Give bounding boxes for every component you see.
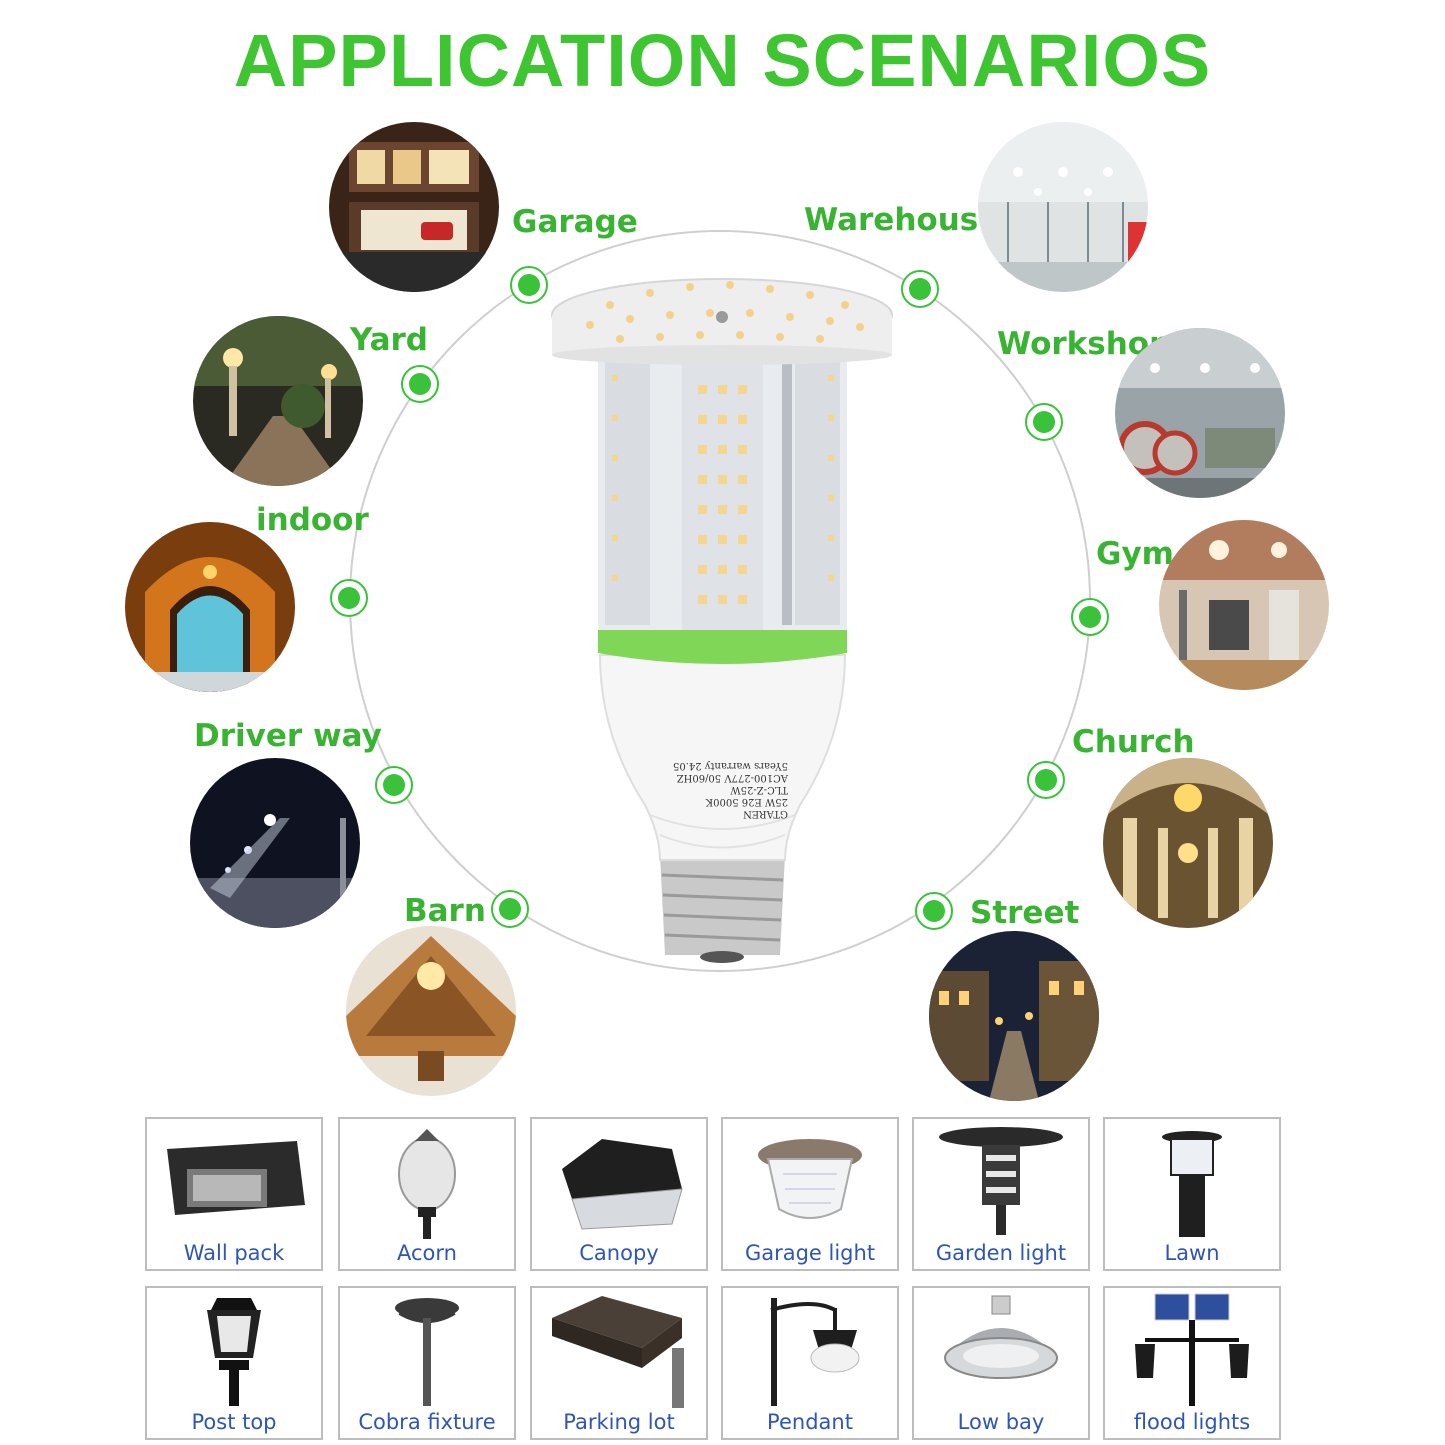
- fixture-card-low-bay: Low bay: [912, 1286, 1090, 1440]
- fixture-card-wall-pack: Wall pack: [145, 1117, 323, 1271]
- garage-photo: [329, 122, 499, 292]
- church-photo: [1103, 758, 1273, 928]
- fixture-label-pendant: Pendant: [767, 1410, 853, 1434]
- gym-photo: [1159, 520, 1329, 690]
- barn-photo: [346, 926, 516, 1096]
- page-title: APPLICATION SCENARIOS: [233, 19, 1212, 102]
- fixture-card-flood-lights: flood lights: [1103, 1286, 1281, 1440]
- bulb-spec-label: GTAREN 25W E26 5000K TLC-Z-25W AC100-277…: [668, 759, 788, 819]
- yard-photo: [193, 316, 363, 486]
- connector-dot-indoor: [330, 579, 368, 617]
- scenario-label-barn: Barn: [404, 893, 486, 929]
- fixture-card-canopy: Canopy: [530, 1117, 708, 1271]
- connector-dot-gym: [1071, 598, 1109, 636]
- fixture-label-wall-pack: Wall pack: [183, 1241, 285, 1265]
- connector-dot-barn: [491, 890, 529, 928]
- warehouse-photo: [978, 122, 1148, 292]
- fixture-label-canopy: Canopy: [579, 1241, 659, 1265]
- connector-dot-driver-way: [375, 766, 413, 804]
- corn-led-bulb: GTAREN 25W E26 5000K TLC-Z-25W AC100-277…: [550, 275, 895, 975]
- fixture-card-pendant: Pendant: [721, 1286, 899, 1440]
- fixture-label-low-bay: Low bay: [957, 1410, 1045, 1434]
- scenario-label-warehouse: Warehouse: [804, 202, 1000, 238]
- connector-dot-warehouse: [901, 270, 939, 308]
- fixture-label-flood-lights: flood lights: [1133, 1410, 1251, 1434]
- bulb-spec-line2: 25W E26 5000K: [705, 796, 788, 807]
- scenario-label-garage: Garage: [512, 204, 638, 240]
- street-photo: [929, 931, 1099, 1101]
- fixture-label-cobra-fixture: Cobra fixture: [358, 1410, 496, 1434]
- fixture-card-post-top: Post top: [145, 1286, 323, 1440]
- bulb-spec-line3: TLC-Z-25W: [730, 784, 788, 795]
- fixture-card-garden-light: Garden light: [912, 1117, 1090, 1271]
- fixture-label-post-top: Post top: [191, 1410, 277, 1434]
- fixture-label-garage-light: Garage light: [744, 1241, 876, 1265]
- fixture-label-garden-light: Garden light: [935, 1241, 1067, 1265]
- connector-dot-church: [1027, 761, 1065, 799]
- fixture-label-parking-lot: Parking lot: [563, 1410, 675, 1434]
- e26-screw-base: [660, 855, 785, 963]
- fixture-label-acorn: Acorn: [397, 1241, 457, 1265]
- fixture-card-cobra-fixture: Cobra fixture: [338, 1286, 516, 1440]
- bulb-spec-line5: 5Years warranty 24.05: [672, 760, 788, 771]
- scenario-label-driver-way: Driver way: [194, 718, 382, 754]
- driver-way-photo: [190, 758, 360, 928]
- fixture-card-garage-light: Garage light: [721, 1117, 899, 1271]
- scenario-label-street: Street: [970, 895, 1080, 931]
- fixture-label-lawn: Lawn: [1164, 1241, 1220, 1265]
- scenario-label-gym: Gym: [1096, 536, 1174, 572]
- scenario-label-church: Church: [1072, 724, 1195, 760]
- fixture-card-acorn: Acorn: [338, 1117, 516, 1271]
- connector-dot-yard: [401, 365, 439, 403]
- workshop-photo: [1115, 328, 1285, 498]
- scenario-label-yard: Yard: [350, 322, 428, 358]
- connector-dot-workshop: [1025, 403, 1063, 441]
- fixture-card-lawn: Lawn: [1103, 1117, 1281, 1271]
- fixture-card-parking-lot: Parking lot: [530, 1286, 708, 1440]
- connector-dot-garage: [510, 266, 548, 304]
- bulb-spec-line4: AC100-277V 50/60HZ: [676, 772, 788, 783]
- bulb-spec-line1: GTAREN: [743, 808, 788, 819]
- connector-dot-street: [915, 892, 953, 930]
- indoor-photo: [125, 522, 295, 692]
- scenario-label-indoor: indoor: [256, 502, 369, 538]
